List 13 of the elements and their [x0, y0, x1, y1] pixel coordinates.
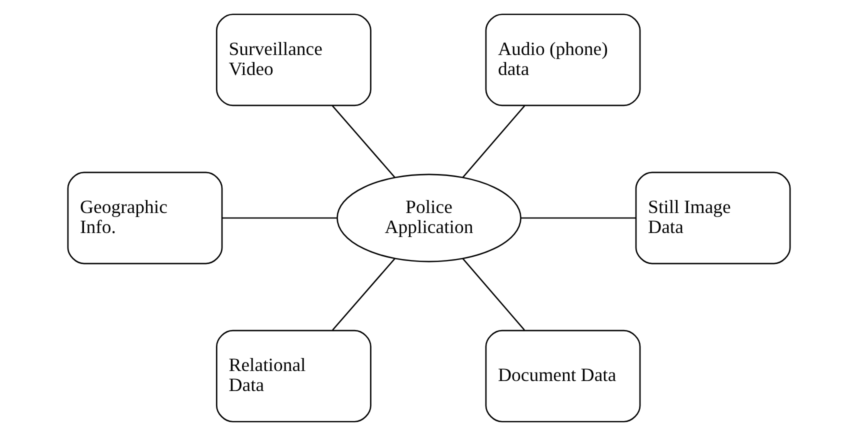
node-box: Audio (phone) data — [485, 13, 641, 106]
node-box: Geographic Info. — [67, 171, 223, 264]
connector — [521, 216, 636, 218]
connector — [222, 216, 337, 218]
node-ellipse: Police Application — [336, 173, 522, 262]
connector — [462, 258, 525, 330]
connector — [332, 104, 396, 178]
node-box: Surveillance Video — [216, 13, 372, 106]
node-box: Relational Data — [216, 329, 372, 422]
connector — [462, 104, 526, 178]
connector — [332, 258, 396, 330]
node-box: Still Image Data — [635, 171, 791, 264]
node-box: Document Data — [485, 329, 641, 422]
